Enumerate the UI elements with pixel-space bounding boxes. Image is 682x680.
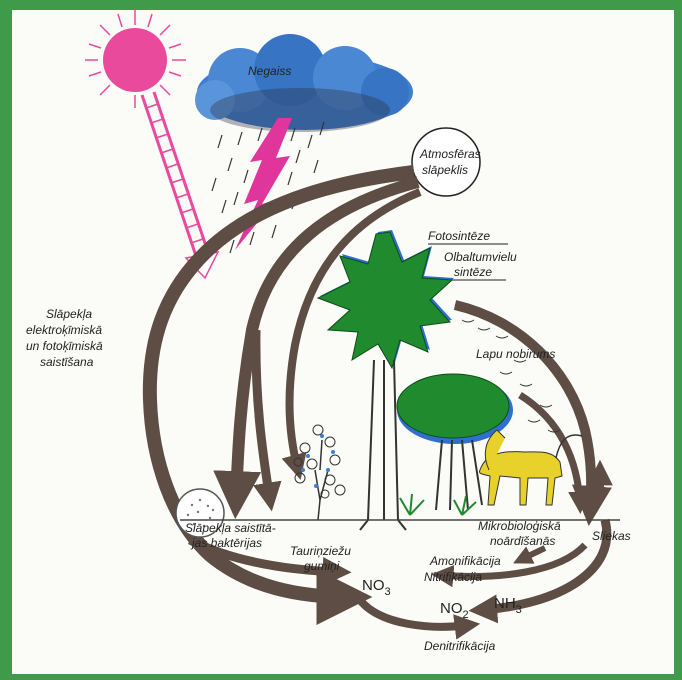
bacteria-label-line2: jas baktērijas [190, 536, 262, 550]
protein-synthesis-label-line1: Olbaltumvielu [444, 250, 517, 264]
atmosphere-label-line2: slāpeklis [422, 163, 468, 177]
bacteria-label-line1: Slāpekļa saistītā- [185, 521, 276, 535]
ammonification-arrow [520, 548, 545, 560]
earthworms-label: Sliekas [592, 529, 631, 543]
denitrification-label: Denitrifikācija [424, 639, 496, 653]
nodules-label-line2: gumiņi [304, 559, 340, 573]
fixation-label-line3: un fotoķīmiskā [26, 339, 103, 353]
legume-plant-icon [294, 425, 345, 520]
no2-label: NO2 [440, 600, 469, 621]
protein-synthesis-label-line2: sintēze [454, 265, 492, 279]
ammonification-label: Amonifikācija [429, 554, 501, 568]
fixation-label-line2: elektroķīmiskā [26, 323, 102, 337]
atmosphere-label-line1: Atmosfēras [419, 147, 481, 161]
nitrification-label: Nitrifikācija [424, 570, 482, 584]
fixation-label-line4: saistīšana [40, 355, 94, 369]
leaf-fall-label: Lapu nobirums [476, 347, 555, 361]
nodules-label-line1: Tauriņziežu [290, 544, 351, 558]
no3-label: NO3 [362, 577, 391, 598]
sun-icon [85, 10, 186, 108]
storm-label: Negaiss [248, 64, 291, 78]
photosynthesis-label: Fotosintēze [428, 229, 490, 243]
decomposition-label-line1: Mikrobioloģiskā [478, 519, 561, 533]
fixation-label-line1: Slāpekļa [46, 307, 92, 321]
decomposition-label-line2: noārdīšanās [490, 534, 555, 548]
atmospheric-nitrogen-node [412, 128, 480, 196]
storm-cloud-icon [195, 34, 413, 132]
atmosphere-to-nodules-arrow [256, 330, 270, 500]
